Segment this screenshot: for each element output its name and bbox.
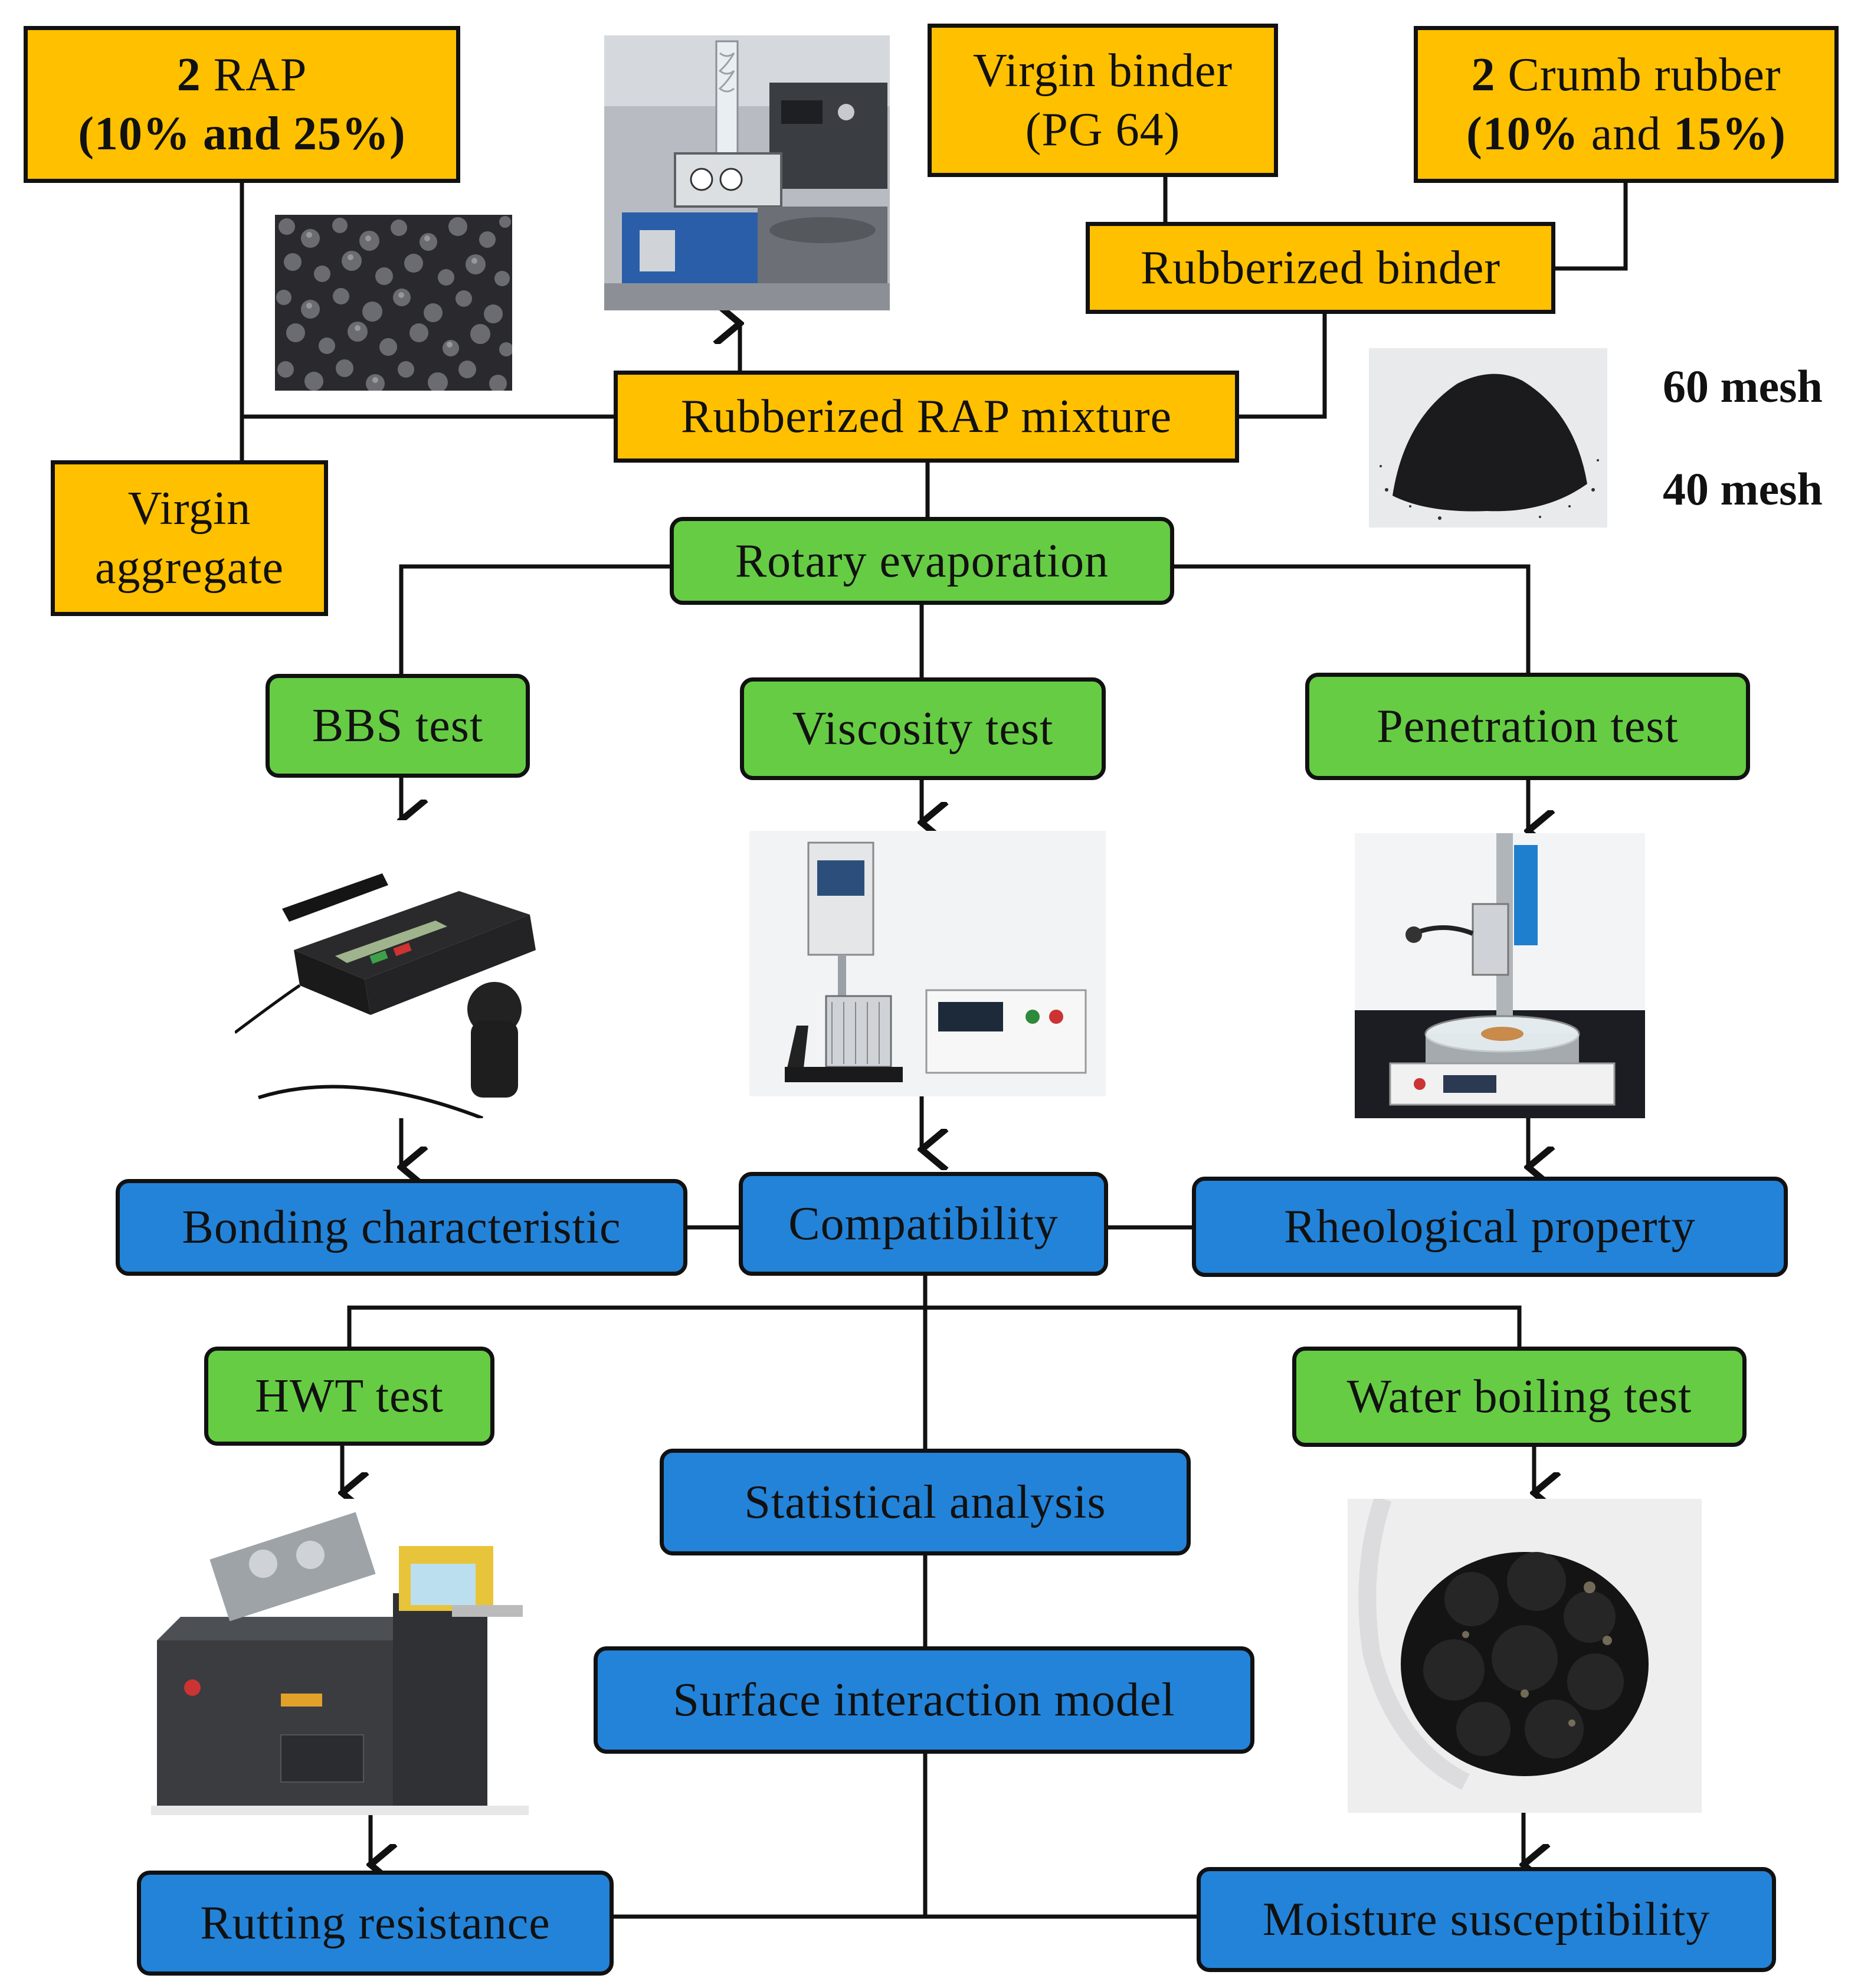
rap-aggregate-photo <box>275 215 512 391</box>
rap-count: 2 <box>176 49 201 101</box>
viscometer-photo <box>749 831 1106 1096</box>
mesh-label-60: 60 mesh <box>1663 361 1823 412</box>
rap-box: 2 RAP (10% and 25%) <box>24 26 460 183</box>
penetration-test-box: Penetration test <box>1305 673 1750 780</box>
rap-label: RAP <box>213 49 307 101</box>
bonding-characteristic-label: Bonding characteristic <box>182 1201 621 1253</box>
line-rubber-rubberized <box>1555 183 1628 271</box>
rheological-property-box: Rheological property <box>1192 1177 1788 1277</box>
rotary-evaporator-photo <box>604 35 890 310</box>
mesh-label-40: 40 mesh <box>1663 463 1823 515</box>
viscosity-test-label: Viscosity test <box>792 703 1054 755</box>
line-rotary-bbs <box>399 564 670 674</box>
line-rubberized-mixture <box>1239 314 1327 419</box>
hwt-test-box: HWT test <box>204 1347 494 1446</box>
water-boiling-test-label: Water boiling test <box>1346 1371 1692 1423</box>
bonding-characteristic-box: Bonding characteristic <box>116 1179 687 1276</box>
rubberized-binder-box: Rubberized binder <box>1086 222 1555 314</box>
moisture-susceptibility-box: Moisture susceptibility <box>1197 1867 1776 1972</box>
compatibility-box: Compatibility <box>739 1172 1108 1276</box>
crumb-rubber-and: and <box>1591 108 1662 160</box>
moisture-susceptibility-label: Moisture susceptibility <box>1262 1894 1711 1946</box>
virgin-binder-grade: (PG 64) <box>1025 104 1181 156</box>
rap-percentages: (10% and 25%) <box>78 108 406 160</box>
rheological-property-label: Rheological property <box>1284 1201 1696 1253</box>
rubberized-rap-mixture-label: Rubberized RAP mixture <box>680 391 1172 443</box>
crumb-rubber-photo <box>1369 348 1607 528</box>
hwt-test-label: HWT test <box>255 1370 444 1422</box>
bbs-tester-photo <box>235 820 565 1118</box>
water-boiling-test-box: Water boiling test <box>1292 1347 1747 1447</box>
statistical-analysis-label: Statistical analysis <box>744 1476 1106 1528</box>
rutting-resistance-box: Rutting resistance <box>137 1871 614 1976</box>
surface-interaction-model-box: Surface interaction model <box>594 1646 1254 1754</box>
rotary-evaporation-box: Rotary evaporation <box>670 517 1174 605</box>
rutting-resistance-label: Rutting resistance <box>200 1897 551 1949</box>
bbs-test-box: BBS test <box>266 674 530 778</box>
virgin-aggregate-line1: Virgin <box>127 483 251 535</box>
penetration-test-label: Penetration test <box>1377 700 1679 752</box>
statistical-analysis-box: Statistical analysis <box>660 1449 1191 1555</box>
compatibility-label: Compatibility <box>788 1198 1059 1250</box>
virgin-binder-box: Virgin binder (PG 64) <box>928 24 1278 177</box>
crumb-rubber-label: Crumb rubber <box>1508 49 1781 101</box>
viscosity-test-box: Viscosity test <box>740 677 1106 780</box>
boiled-mixture-photo <box>1348 1499 1702 1813</box>
rubberized-rap-mixture-box: Rubberized RAP mixture <box>614 371 1239 463</box>
virgin-aggregate-line2: aggregate <box>95 542 284 594</box>
crumb-rubber-pct-a: (10% <box>1466 108 1579 160</box>
crumb-rubber-pct-b: 15%) <box>1673 108 1786 160</box>
virgin-binder-label: Virgin binder <box>973 45 1233 97</box>
virgin-aggregate-box: Virgin aggregate <box>51 460 328 616</box>
rotary-evaporation-label: Rotary evaporation <box>735 535 1109 587</box>
rubberized-binder-label: Rubberized binder <box>1140 242 1501 294</box>
crumb-rubber-box: 2 Crumb rubber (10% and 15%) <box>1414 26 1839 183</box>
crumb-rubber-count: 2 <box>1471 49 1496 101</box>
hwt-device-photo <box>145 1499 530 1815</box>
surface-interaction-model-label: Surface interaction model <box>673 1674 1175 1726</box>
penetrometer-photo <box>1355 833 1645 1118</box>
bbs-test-label: BBS test <box>312 700 484 752</box>
line-compatibility-branches <box>347 1305 1522 1347</box>
line-rotary-penetration <box>1174 564 1531 673</box>
